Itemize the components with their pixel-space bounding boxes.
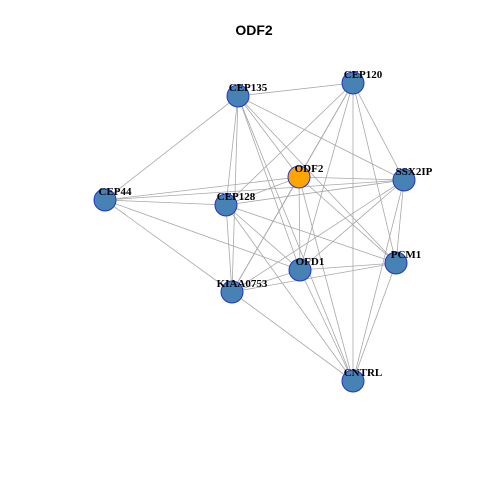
edge-cep128-pcm1 — [225, 204, 397, 264]
node-label-cep128: CEP128 — [217, 191, 256, 203]
edge-cep44-ssx2ip — [104, 179, 405, 201]
node-cep44[interactable] — [93, 188, 117, 212]
node-cep135[interactable] — [226, 84, 250, 108]
edge-ssx2ip-cntrl — [352, 179, 405, 382]
node-label-cntrl: CNTRL — [344, 367, 383, 379]
node-label-ofd1: OFD1 — [296, 256, 325, 268]
node-odf2[interactable] — [287, 165, 311, 189]
edge-cep135-kiaa0753 — [231, 95, 239, 293]
edge-cep128-ofd1 — [225, 204, 301, 271]
edge-cep135-cep128 — [225, 95, 239, 206]
edge-pcm1-kiaa0753 — [231, 262, 397, 293]
edge-ofd1-cntrl — [299, 269, 354, 382]
node-label-cep120: CEP120 — [344, 69, 383, 81]
node-cntrl[interactable] — [341, 369, 365, 393]
node-cep128[interactable] — [214, 193, 238, 217]
node-ofd1[interactable] — [288, 258, 312, 282]
edge-cep44-cep128 — [104, 199, 227, 206]
edge-cep120-pcm1 — [352, 82, 397, 264]
node-label-pcm1: PCM1 — [391, 249, 422, 261]
edge-ssx2ip-pcm1 — [395, 179, 405, 264]
edge-ssx2ip-kiaa0753 — [231, 179, 405, 293]
node-label-odf2: ODF2 — [295, 163, 324, 175]
edge-cep120-ssx2ip — [352, 82, 405, 181]
node-label-cep135: CEP135 — [229, 82, 268, 94]
edge-cep128-kiaa0753 — [225, 204, 233, 293]
node-label-kiaa0753: KIAA0753 — [217, 278, 268, 290]
edge-cep135-cntrl — [237, 95, 354, 382]
edge-odf2-cep44 — [104, 176, 300, 201]
edge-cep135-cep44 — [104, 95, 239, 201]
edge-pcm1-cntrl — [352, 262, 397, 382]
edge-ofd1-pcm1 — [299, 262, 397, 271]
edge-cep135-pcm1 — [237, 95, 397, 264]
edge-cep128-ssx2ip — [225, 179, 405, 206]
graph-title: ODF2 — [235, 22, 273, 38]
edge-cep120-ofd1 — [299, 82, 354, 271]
edge-cep128-cntrl — [225, 204, 354, 382]
edge-ofd1-kiaa0753 — [231, 269, 301, 293]
node-label-ssx2ip: SSX2IP — [396, 166, 433, 178]
node-ssx2ip[interactable] — [392, 168, 416, 192]
edge-cep135-ofd1 — [237, 95, 301, 271]
edge-cep135-odf2 — [237, 95, 300, 178]
node-cep120[interactable] — [341, 71, 365, 95]
edge-odf2-pcm1 — [298, 176, 397, 264]
edge-odf2-cntrl — [298, 176, 354, 382]
node-label-cep44: CEP44 — [99, 186, 133, 198]
edge-kiaa0753-cntrl — [231, 291, 354, 382]
edge-layer — [104, 82, 405, 382]
edge-odf2-cep128 — [225, 176, 300, 206]
edge-cep135-cep120 — [237, 82, 354, 97]
edge-cep44-kiaa0753 — [104, 199, 233, 293]
edge-cep120-cep128 — [225, 82, 354, 206]
node-kiaa0753[interactable] — [220, 280, 244, 304]
node-pcm1[interactable] — [384, 251, 408, 275]
edge-ssx2ip-ofd1 — [299, 179, 405, 271]
edge-odf2-ofd1 — [298, 176, 301, 271]
node-layer — [93, 71, 416, 393]
edge-cep44-ofd1 — [104, 199, 301, 271]
edge-odf2-ssx2ip — [298, 176, 405, 181]
